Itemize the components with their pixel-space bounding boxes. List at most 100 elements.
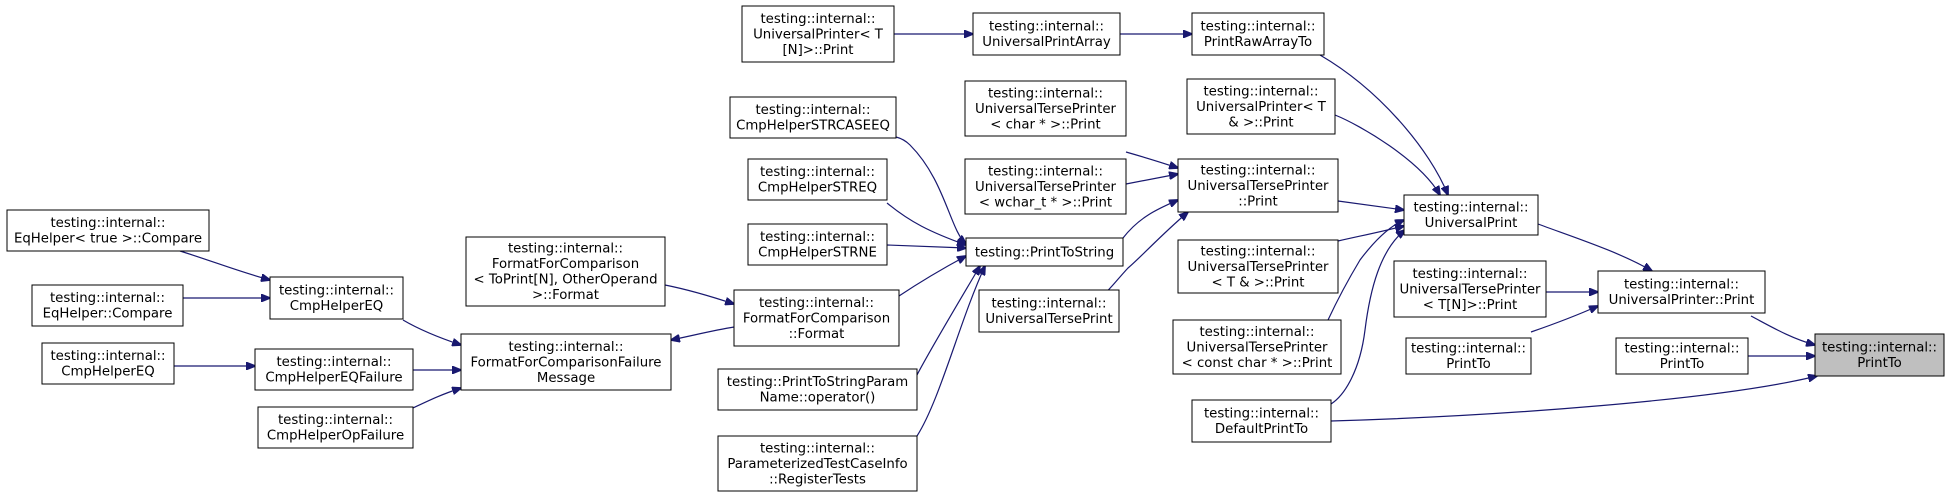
node-box	[1393, 260, 1547, 318]
node-formatforcomparisonfailuremessage[interactable]: testing::internal::FormatForComparisonFa…	[460, 333, 672, 391]
node-universaltersep-wchar-print[interactable]: testing::internal::UniversalTersePrinter…	[964, 158, 1127, 215]
node-label-line: CmpHelperSTRNE	[758, 246, 877, 261]
node-label-line: UniversalTersePrinter	[975, 102, 1117, 117]
node-label-line: testing::internal::	[988, 164, 1103, 179]
node-label-line: testing::internal::	[989, 20, 1104, 35]
node-label-line: testing::internal::	[1412, 267, 1527, 282]
node-label-line: CmpHelperEQFailure	[265, 371, 402, 386]
node-universaltersep-char-print[interactable]: testing::internal::UniversalTersePrinter…	[964, 80, 1127, 137]
edge-from-printtostring	[895, 136, 966, 244]
node-parameterizedtestcaseinfo[interactable]: testing::internal::ParameterizedTestCase…	[717, 435, 918, 492]
node-label-line: UniversalPrinter< T	[1196, 100, 1327, 115]
node-printto-mid[interactable]: testing::internal::PrintTo	[1615, 337, 1749, 375]
edge-from-printtostring	[898, 256, 966, 297]
edge-from-universaltersep-print	[1125, 174, 1178, 185]
node-box	[1186, 78, 1336, 135]
node-box	[733, 289, 900, 347]
node-label-line: testing::internal::	[276, 355, 391, 370]
node-universalprinter-print[interactable]: testing::internal::UniversalPrinter::Pri…	[1597, 270, 1766, 314]
node-eqhelper-true-compare[interactable]: testing::internal::EqHelper< true >::Com…	[6, 209, 210, 252]
edge-from-printtostring	[886, 245, 966, 248]
node-label-line: testing::internal::	[1624, 342, 1739, 357]
node-label-line: testing::internal::	[1411, 342, 1526, 357]
node-cmphelperstreq[interactable]: testing::internal::CmpHelperSTREQ	[747, 158, 888, 201]
node-label-line: testing::internal::	[1413, 201, 1528, 216]
node-label-line: testing::internal::	[988, 86, 1103, 101]
node-formatforcomparison-format[interactable]: testing::internal::FormatForComparison::…	[733, 289, 900, 347]
node-label-line: UniversalTersePrinter	[1188, 179, 1330, 194]
edge-from-formatforcomparisonfailuremessage	[412, 388, 461, 409]
node-box	[964, 158, 1127, 215]
node-box	[978, 289, 1120, 333]
node-label-line: CmpHelperOpFailure	[267, 429, 404, 444]
node-label-line: UniversalTersePrinter	[975, 180, 1117, 195]
node-cmphelperopfailure[interactable]: testing::internal::CmpHelperOpFailure	[257, 406, 414, 449]
node-label-line: testing::internal::	[1200, 20, 1315, 35]
node-label-line: UniversalTersePrinter	[1400, 282, 1542, 297]
node-label-line: ::RegisterTests	[769, 472, 866, 487]
node-printtostringparamname[interactable]: testing::PrintToStringParamName::operato…	[717, 368, 918, 411]
node-printrawarrayto[interactable]: testing::internal::PrintRawArrayTo	[1191, 12, 1325, 56]
node-label-line: CmpHelperEQ	[61, 365, 155, 380]
node-universaltersep-tn-print[interactable]: testing::internal::UniversalTersePrinter…	[1393, 260, 1547, 318]
node-label-line: ::Format	[789, 327, 845, 342]
node-label-line: testing::internal::	[278, 413, 393, 428]
node-label-line: testing::internal::	[1822, 341, 1937, 356]
node-label-line: < char * >::Print	[990, 117, 1101, 132]
node-label-line: testing::PrintToStringParam	[727, 375, 908, 390]
node-printto-left[interactable]: testing::internal::PrintTo	[1405, 337, 1532, 375]
node-label-line: testing::internal::	[50, 216, 165, 231]
edge-from-printtostring	[886, 202, 966, 245]
node-label-line: FormatForComparison	[743, 311, 890, 326]
node-formatforcomparison-topront[interactable]: testing::internal::FormatForComparison< …	[465, 236, 666, 307]
node-label-line: < ToPrint[N], OtherOperand	[473, 273, 657, 288]
node-cmphelpereqfailure[interactable]: testing::internal::CmpHelperEQFailure	[254, 348, 414, 391]
node-label-line: ParameterizedTestCaseInfo	[727, 457, 907, 472]
node-label-line: testing::internal::	[755, 103, 870, 118]
node-box	[257, 406, 414, 449]
node-box	[965, 237, 1124, 267]
node-universalprintarray[interactable]: testing::internal::UniversalPrintArray	[972, 12, 1121, 56]
node-label-line: CmpHelperEQ	[290, 299, 384, 314]
edge-from-universaltersep-print	[1122, 200, 1178, 239]
node-label-line: testing::internal::	[50, 349, 165, 364]
node-cmphelpereq-mid[interactable]: testing::internal::CmpHelperEQ	[269, 276, 404, 320]
node-label-line: testing::internal::	[279, 284, 394, 299]
node-universalprinter-tn-print[interactable]: testing::internal::UniversalPrinter< T[N…	[741, 5, 895, 63]
node-label-line: testing::internal::	[508, 340, 623, 355]
node-universalterseprint[interactable]: testing::internal::UniversalTersePrint	[978, 289, 1120, 333]
node-cmphelperstrne[interactable]: testing::internal::CmpHelperSTRNE	[747, 223, 888, 266]
node-label-line: ::Print	[1238, 194, 1278, 209]
edge-from-universalprint	[1334, 114, 1440, 195]
node-box	[1405, 337, 1532, 375]
nodes-layer: testing::internal::PrintTotesting::inter…	[6, 5, 1945, 492]
node-cmphelperstrcaseeq[interactable]: testing::internal::CmpHelperSTRCASEEQ	[729, 96, 897, 139]
node-universalprint[interactable]: testing::internal::UniversalPrint	[1403, 194, 1539, 236]
node-eqhelper-compare[interactable]: testing::internal::EqHelper::Compare	[31, 284, 184, 327]
edge-from-universalprint	[1337, 226, 1404, 242]
node-box	[269, 276, 404, 320]
node-box	[1191, 399, 1332, 443]
node-label-line: testing::internal::	[759, 296, 874, 311]
node-defaultprintto[interactable]: testing::internal::DefaultPrintTo	[1191, 399, 1332, 443]
edge-from-universaltersep-print	[1099, 212, 1188, 298]
node-box	[1814, 333, 1945, 377]
edge-from-printto-target	[1330, 376, 1817, 422]
node-label-line: testing::internal::	[760, 12, 875, 27]
node-label-line: testing::internal::	[760, 441, 875, 456]
node-universalprinter-tref-print[interactable]: testing::internal::UniversalPrinter< T& …	[1186, 78, 1336, 135]
node-label-line: UniversalPrinter< T	[753, 27, 884, 42]
node-universaltersep-tref-print[interactable]: testing::internal::UniversalTersePrinter…	[1177, 239, 1339, 294]
node-box	[747, 223, 888, 266]
node-universaltersep-print[interactable]: testing::internal::UniversalTersePrinter…	[1177, 158, 1339, 213]
node-box	[717, 435, 918, 492]
node-universaltersep-constchar-print[interactable]: testing::internal::UniversalTersePrinter…	[1172, 319, 1342, 375]
node-printtostring[interactable]: testing::PrintToString	[965, 237, 1124, 267]
node-box	[717, 368, 918, 411]
node-printto-target[interactable]: testing::internal::PrintTo	[1814, 333, 1945, 377]
node-box	[31, 284, 184, 327]
node-box	[1172, 319, 1342, 375]
node-box	[6, 209, 210, 252]
node-cmphelpereq-left[interactable]: testing::internal::CmpHelperEQ	[41, 342, 175, 385]
edge-from-universalprint	[1337, 200, 1404, 210]
